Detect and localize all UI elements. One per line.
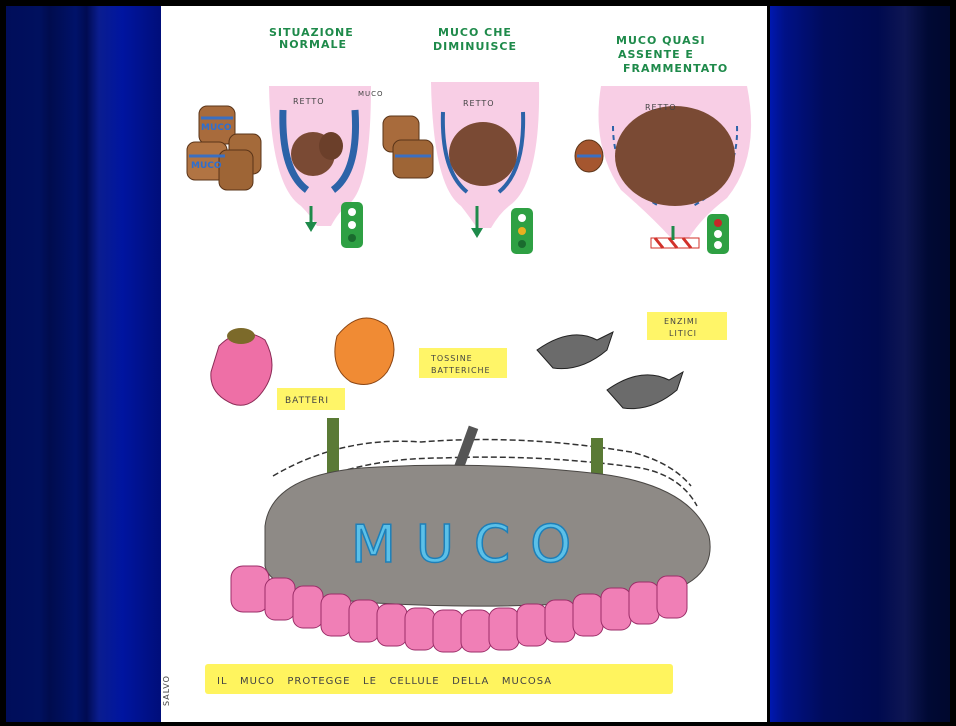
fence-post-center (454, 426, 478, 471)
rectum-absent: RETTO (599, 86, 752, 238)
bacteria-label: BATTERI (285, 396, 329, 406)
traffic-light-normal (341, 202, 363, 248)
traffic-light-absent (707, 214, 729, 254)
title-normal-line2: NORMALE (279, 38, 347, 51)
barrel-stack-reduced (383, 116, 433, 178)
illustration-panel: SITUAZIONE NORMALE MUCO CHE DIMINUISCE M… (161, 6, 767, 722)
title-reduced-line2: DIMINUISCE (433, 40, 517, 53)
mucus-label-normal: MUCO (358, 90, 384, 98)
fence-post-left (327, 418, 339, 478)
shark-upper (537, 332, 613, 369)
barrel-label-a: MUCO (201, 123, 232, 133)
title-reduced-line1: MUCO CHE (438, 26, 512, 39)
organ-label-absent: RETTO (645, 103, 677, 112)
toxins-label-line2: BATTERICHE (431, 366, 491, 375)
rectum-normal: RETTO MUCO (269, 86, 384, 232)
artist-signature: SALVO (162, 675, 171, 706)
bacterium-orange (335, 318, 394, 384)
right-curtain (770, 6, 950, 722)
title-absent-line2: ASSENTE E (618, 48, 694, 61)
caption-text: IL MUCO PROTEGGE LE CELLULE DELLA MUCOSA (217, 676, 552, 687)
small-jar (575, 140, 603, 172)
toxins-label-line1: TOSSINE (430, 354, 473, 363)
shark-lower (607, 372, 683, 409)
barrel-label-b: MUCO (191, 161, 222, 171)
traffic-light-reduced (511, 208, 533, 254)
mucus-illustration: SITUAZIONE NORMALE MUCO CHE DIMINUISCE M… (161, 6, 767, 722)
bacterium-pink (211, 328, 272, 405)
title-absent-line1: MUCO QUASI (616, 34, 706, 47)
title-absent-line3: FRAMMENTATO (623, 62, 728, 75)
organ-label-normal: RETTO (293, 97, 325, 106)
barrel-stack-normal: MUCO MUCO (187, 106, 261, 190)
left-curtain (6, 6, 161, 722)
enzymes-label-line1: ENZIMI (664, 317, 698, 326)
mucus-word: MUCO (351, 515, 591, 575)
organ-label-reduced: RETTO (463, 99, 495, 108)
enzymes-label-line2: LITICI (669, 329, 697, 338)
